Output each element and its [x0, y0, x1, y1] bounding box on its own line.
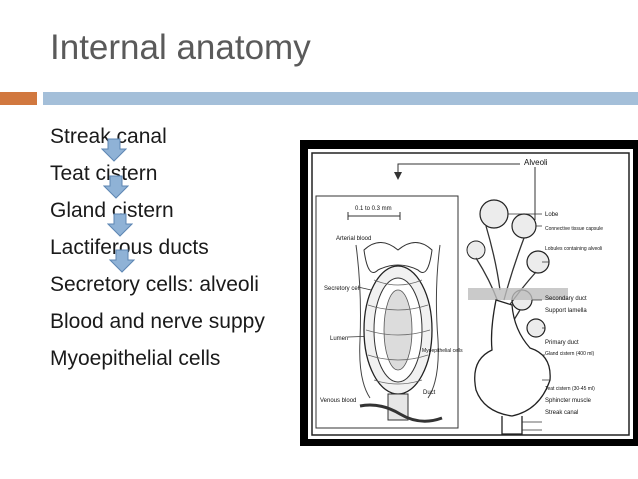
label-myoepithelial-cells: Myoepithelial cells [422, 348, 463, 354]
accent-bar-orange [0, 92, 37, 105]
bullet-teat-cistern: Teat cistern [50, 162, 158, 185]
label-venous-blood: Venous blood [320, 398, 356, 404]
label-lumen: Lumen [330, 336, 348, 342]
bullet-gland-cistern: Gland cistern [50, 199, 174, 222]
label-support-lamella: Support lamella [545, 308, 587, 314]
label-lobules: Lobules containing alveoli [545, 246, 602, 252]
bullet-list: Streak canal Teat cistern Gland cistern … [50, 118, 265, 377]
label-scale: 0.1 to 0.3 mm [355, 206, 392, 212]
slide-title: Internal anatomy [50, 28, 311, 67]
label-streak-canal: Streak canal [545, 410, 578, 416]
label-alveoli: Alveoli [524, 158, 548, 167]
label-sphincter-muscle: Sphincter muscle [545, 398, 592, 404]
label-secretory-cell: Secretory cell [324, 286, 360, 292]
mammary-gland-diagram: Alveoli 0.1 to 0.3 mm Arterial blood Sec… [300, 140, 638, 446]
down-arrow-icon [107, 213, 133, 237]
bullet-secretory-cells: Secretory cells: alveoli [50, 273, 259, 296]
alveolus-drawing [355, 242, 443, 423]
label-primary-duct: Primary duct [545, 340, 579, 346]
bullet-blood-nerve-supply: Blood and nerve suppy [50, 310, 265, 333]
label-gland-cistern: Gland cistern (400 ml) [545, 351, 595, 357]
down-arrow-icon [101, 138, 127, 162]
accent-bar-blue [43, 92, 638, 105]
bullet-streak-canal: Streak canal [50, 125, 167, 148]
down-arrow-icon [103, 175, 129, 199]
label-duct: Duct [423, 390, 436, 396]
label-lobe: Lobe [545, 212, 559, 218]
gland-tree-drawing [466, 199, 568, 435]
bullet-lactiferous-ducts: Lactiferous ducts [50, 236, 209, 259]
down-arrow-icon [109, 249, 135, 273]
label-teat-cistern: Teat cistern (30-45 ml) [545, 386, 595, 392]
label-arterial-blood: Arterial blood [336, 236, 371, 242]
label-connective-tissue: Connective tissue capsule [545, 226, 603, 232]
bullet-myoepithelial-cells: Myoepithelial cells [50, 347, 221, 370]
label-secondary-duct: Secondary duct [545, 296, 587, 302]
